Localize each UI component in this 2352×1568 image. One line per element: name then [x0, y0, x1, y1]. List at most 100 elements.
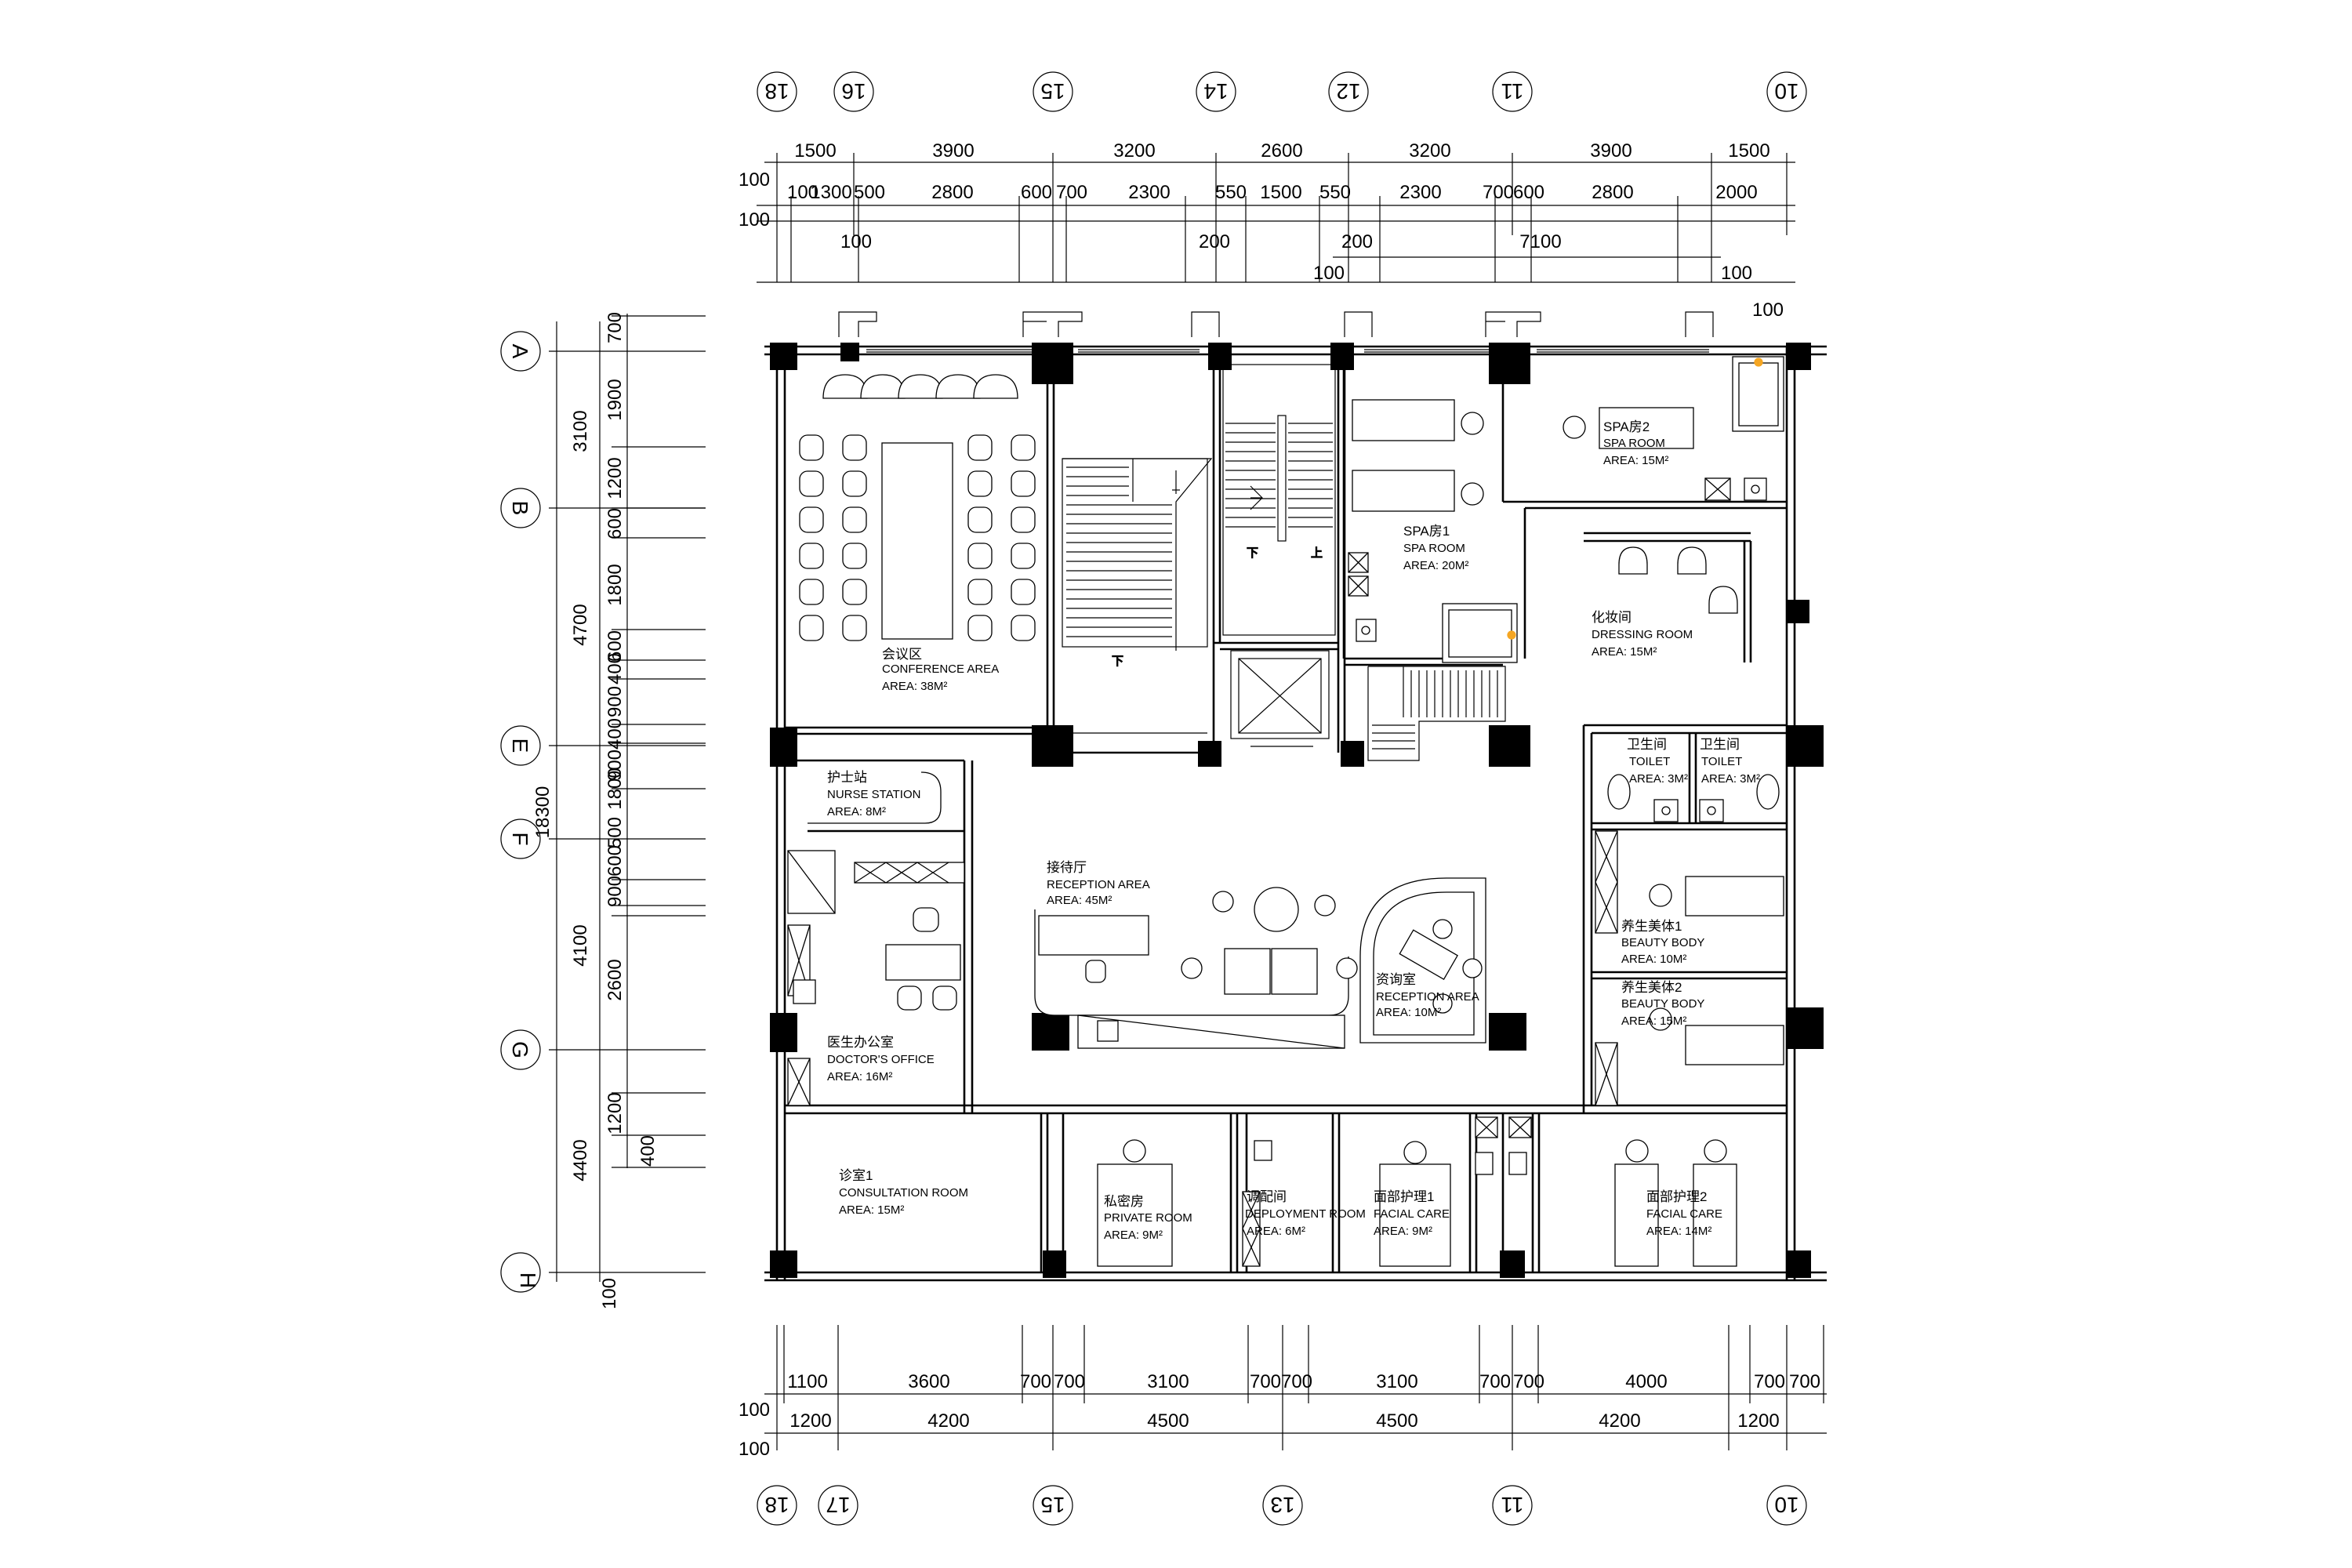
room-label-facial-1: 面部护理1 FACIAL CARE AREA: 9M² [1374, 1189, 1450, 1238]
room-label-consult-room: 资询室 RECEPTION AREA AREA: 10M² [1376, 972, 1479, 1019]
svg-text:卫生间: 卫生间 [1627, 737, 1667, 752]
svg-text:600: 600 [1021, 182, 1052, 203]
svg-text:DEPLOYMENT ROOM: DEPLOYMENT ROOM [1245, 1207, 1366, 1221]
svg-text:400: 400 [604, 653, 626, 684]
staircase-east [1367, 666, 1506, 761]
room-label-consultation-1: 诊室1 CONSULTATION ROOM AREA: 15M² [839, 1168, 968, 1217]
top-grid-bubbles: 18 16 15 14 12 11 10 [757, 71, 1807, 112]
svg-text:AREA: 3M²: AREA: 3M² [1701, 772, 1760, 786]
svg-text:接待厅: 接待厅 [1047, 860, 1087, 875]
svg-text:AREA: 14M²: AREA: 14M² [1646, 1225, 1711, 1238]
room-label-beauty-body-1: 养生美体1 BEAUTY BODY AREA: 10M² [1621, 919, 1704, 966]
grid-bubble-bottom-18: 18 [757, 1485, 797, 1526]
left-dimension-lines: 3100 4700 18300 4100 4400 100 700 1900 1… [532, 312, 706, 1309]
svg-text:2600: 2600 [1261, 140, 1302, 162]
svg-text:F: F [508, 832, 532, 845]
svg-text:化妆间: 化妆间 [1592, 610, 1632, 625]
reception-furniture [1034, 877, 1486, 1049]
svg-text:E: E [508, 739, 532, 753]
svg-text:700: 700 [1513, 1371, 1544, 1392]
svg-text:3100: 3100 [1376, 1371, 1417, 1392]
exterior-walls [764, 311, 1827, 1282]
svg-text:11: 11 [1501, 1493, 1523, 1517]
svg-text:AREA: 6M²: AREA: 6M² [1247, 1225, 1305, 1238]
svg-text:2600: 2600 [604, 959, 626, 1000]
svg-text:100: 100 [1721, 263, 1752, 284]
svg-text:CONSULTATION ROOM: CONSULTATION ROOM [839, 1186, 968, 1200]
svg-text:700: 700 [1281, 1371, 1312, 1392]
room-label-toilet-1: 卫生间 TOILET AREA: 3M² [1627, 737, 1688, 786]
staircase-center: 下 上 [1222, 364, 1336, 747]
room-label-facial-2: 面部护理2 FACIAL CARE AREA: 14M² [1646, 1189, 1722, 1238]
room-label-deployment: 调配间 DEPLOYMENT ROOM AREA: 6M² [1245, 1189, 1366, 1238]
svg-text:1800: 1800 [604, 564, 626, 605]
svg-text:700: 700 [1789, 1371, 1820, 1392]
svg-text:养生美体1: 养生美体1 [1621, 919, 1682, 934]
svg-text:4200: 4200 [1599, 1410, 1640, 1432]
svg-text:调配间: 调配间 [1247, 1189, 1287, 1204]
svg-text:DRESSING ROOM: DRESSING ROOM [1592, 628, 1693, 641]
conference-chairs-right [967, 434, 1036, 641]
svg-text:SPA房2: SPA房2 [1603, 419, 1650, 434]
svg-text:100: 100 [739, 1399, 770, 1421]
svg-text:FACIAL CARE: FACIAL CARE [1374, 1207, 1450, 1221]
svg-text:B: B [508, 501, 532, 516]
spa-room-1-furniture [1348, 399, 1518, 663]
svg-text:4500: 4500 [1376, 1410, 1417, 1432]
svg-text:14: 14 [1203, 79, 1228, 103]
svg-text:700: 700 [1020, 1371, 1051, 1392]
svg-text:18: 18 [764, 79, 789, 103]
svg-text:600: 600 [604, 630, 626, 662]
svg-text:AREA: 15M²: AREA: 15M² [1621, 1014, 1686, 1028]
svg-text:3100: 3100 [570, 410, 591, 452]
room-label-conference: 会议区 CONFERENCE AREA AREA: 38M² [882, 647, 999, 693]
svg-text:1500: 1500 [794, 140, 836, 162]
svg-text:AREA: 10M²: AREA: 10M² [1621, 953, 1686, 966]
grid-bubble-top-16: 16 [833, 71, 874, 112]
svg-text:600: 600 [604, 508, 626, 539]
grid-bubble-bottom-10: 10 [1766, 1485, 1807, 1526]
svg-text:2300: 2300 [1128, 182, 1170, 203]
svg-text:会议区: 会议区 [882, 647, 922, 662]
svg-text:10: 10 [1774, 1493, 1798, 1517]
grid-bubble-left-A: A [500, 331, 541, 372]
room-label-nurse-station: 护士站 NURSE STATION AREA: 8M² [827, 770, 920, 818]
svg-text:资询室: 资询室 [1376, 972, 1416, 987]
svg-text:TOILET: TOILET [1701, 755, 1742, 768]
svg-text:15: 15 [1040, 1493, 1065, 1517]
grid-bubble-top-15: 15 [1033, 71, 1073, 112]
svg-text:医生办公室: 医生办公室 [827, 1035, 894, 1050]
grid-bubble-top-10: 10 [1766, 71, 1807, 112]
svg-text:200: 200 [1199, 231, 1230, 252]
svg-text:100: 100 [739, 169, 770, 191]
svg-text:上: 上 [1311, 546, 1323, 560]
svg-text:3900: 3900 [1590, 140, 1632, 162]
svg-text:AREA: 9M²: AREA: 9M² [1104, 1229, 1163, 1242]
svg-text:4400: 4400 [570, 1139, 591, 1181]
bottom-dimension-lines: 1100 3600 700 700 3100 700 700 3100 700 … [739, 1325, 1827, 1460]
grid-bubble-left-B: B [500, 488, 541, 528]
svg-text:100: 100 [599, 1278, 620, 1309]
conference-chairs-left [799, 434, 867, 641]
svg-text:AREA: 15M²: AREA: 15M² [1592, 645, 1657, 659]
svg-text:G: G [508, 1041, 532, 1058]
svg-text:18: 18 [764, 1493, 789, 1517]
svg-text:RECEPTION AREA: RECEPTION AREA [1376, 990, 1479, 1004]
svg-text:1200: 1200 [604, 1092, 626, 1134]
svg-text:4200: 4200 [927, 1410, 969, 1432]
svg-text:H: H [516, 1272, 540, 1288]
svg-text:100: 100 [787, 182, 818, 203]
svg-text:下: 下 [1247, 546, 1258, 560]
svg-text:18300: 18300 [532, 786, 554, 839]
svg-text:1200: 1200 [1737, 1410, 1779, 1432]
svg-text:16: 16 [841, 79, 866, 103]
svg-text:700: 700 [1056, 182, 1087, 203]
svg-text:700: 700 [604, 312, 626, 343]
svg-text:1500: 1500 [1260, 182, 1301, 203]
svg-text:1100: 1100 [787, 1371, 828, 1392]
svg-text:CONFERENCE AREA: CONFERENCE AREA [882, 662, 999, 676]
svg-text:700: 700 [1483, 182, 1514, 203]
svg-text:500: 500 [854, 182, 885, 203]
left-grid-bubbles: A B E F G H [500, 331, 541, 1293]
staircase-west: 下 [1062, 458, 1213, 734]
